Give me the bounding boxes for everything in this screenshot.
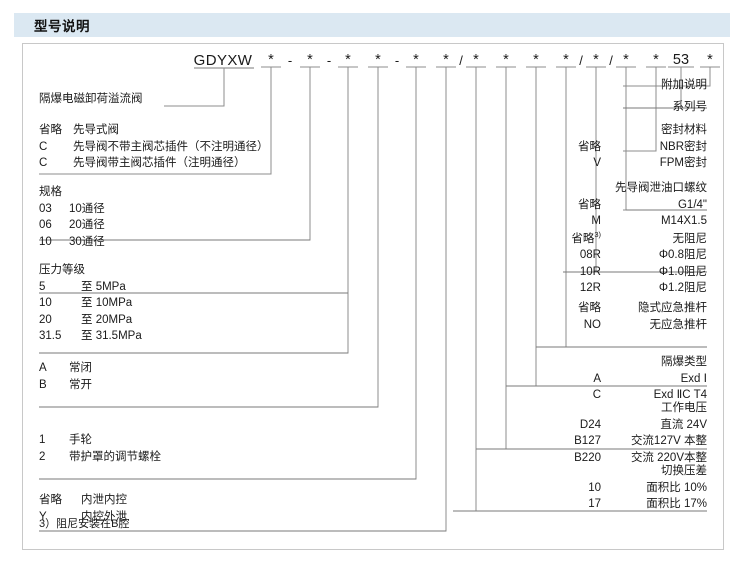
code-token-7: * <box>413 52 419 68</box>
model-code-line: GDYXW * - * - * * - * * / * * * * / * / … <box>23 44 723 78</box>
code-token-18: * <box>653 52 659 68</box>
pressure-rating-title: 压力等级 <box>39 264 85 276</box>
pilot-drain-thread-title: 先导阀泄油口螺纹 <box>615 182 707 194</box>
code-token-3: - <box>326 53 332 68</box>
code-token-4: * <box>345 52 351 68</box>
code-token-6: - <box>394 53 400 68</box>
code-token-17: * <box>623 52 629 68</box>
page-title: 型号说明 <box>34 19 90 34</box>
block-additional-note: 附加说明 <box>661 77 707 94</box>
code-token-5: * <box>375 52 381 68</box>
seal-material-title: 密封材料 <box>661 124 707 136</box>
code-token-9: / <box>459 53 463 68</box>
header-band <box>14 13 730 37</box>
code-token-14: / <box>579 53 583 68</box>
code-token-series: 53 <box>672 52 690 68</box>
code-token-2: * <box>307 52 313 68</box>
code-token-16: / <box>609 53 613 68</box>
list-item: 省略3)无阻尼 <box>571 230 707 245</box>
footnote-marker: 3) <box>594 230 601 239</box>
code-token-1: - <box>287 53 293 68</box>
product-name-title: 隔爆电磁卸荷溢流阀 <box>39 93 143 105</box>
switching-pressure-differential-title: 切换压差 <box>661 465 707 477</box>
code-token-20: * <box>707 52 713 68</box>
series-number-title: 系列号 <box>672 101 708 113</box>
code-token-13: * <box>563 52 569 68</box>
code-token-0: * <box>268 52 274 68</box>
footnote: 3）阻尼安装在B腔 <box>39 518 130 530</box>
code-token-8: * <box>443 52 449 68</box>
additional-note-title: 附加说明 <box>661 79 707 91</box>
working-voltage-title: 工作电压 <box>661 402 707 414</box>
code-prefix: GDYXW <box>193 52 253 69</box>
explosion-proof-type-title: 隔爆类型 <box>661 356 707 368</box>
diagram-frame: GDYXW * - * - * * - * * / * * * * / * / … <box>22 43 724 550</box>
specification-title: 规格 <box>39 186 62 198</box>
block-product-name: 隔爆电磁卸荷溢流阀 <box>39 91 143 108</box>
list-item: 省略内泄内控 <box>39 494 127 506</box>
block-series-number: 系列号 <box>673 99 708 116</box>
list-item: 省略先导式阀 <box>39 124 119 136</box>
code-token-12: * <box>533 52 539 68</box>
list-item: 省略隐式应急推杆 <box>578 302 707 314</box>
code-token-10: * <box>473 52 479 68</box>
code-token-15: * <box>593 52 599 68</box>
code-token-11: * <box>503 52 509 68</box>
